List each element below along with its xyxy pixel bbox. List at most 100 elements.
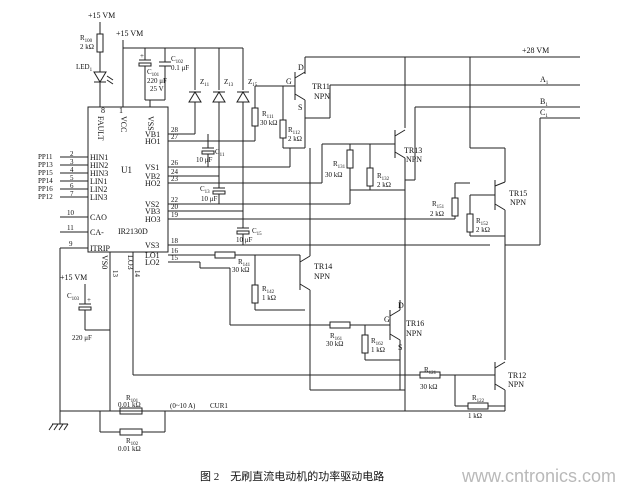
r102-name: R102 — [126, 437, 139, 447]
c15-value: 10 μF — [236, 236, 253, 244]
ic-lin3-label: LIN3 — [90, 193, 107, 202]
pin-num-14: 14 — [133, 270, 141, 278]
ic-ho3-label: HO3 — [145, 215, 161, 224]
z11-label: Z11 — [200, 78, 210, 88]
resistor-r162 — [361, 334, 369, 354]
ic-vs1-label: VS1 — [145, 163, 159, 172]
ic-hin1-label: HIN1 — [90, 153, 108, 162]
r131-value: 30 kΩ — [325, 171, 342, 179]
r111-name: R111 — [262, 110, 274, 120]
tr16-s: S — [398, 343, 402, 352]
r141-value: 30 kΩ — [232, 266, 249, 274]
resistor-r152 — [466, 213, 474, 233]
zener-z13-symbol — [212, 91, 226, 103]
pin-num-6: 6 — [70, 182, 74, 190]
tr16-g: G — [384, 315, 390, 324]
resistor-r102 — [119, 428, 143, 436]
tr14-name: TR14 — [314, 262, 332, 271]
pin-num-4: 4 — [70, 166, 74, 174]
r131-name: R131 — [333, 160, 346, 170]
ic-vs0-label: VS0 — [100, 255, 109, 269]
c103-value: 220 μF — [72, 334, 92, 342]
ic-vb3-label: VB3 — [145, 207, 160, 216]
zener-z11-symbol — [188, 91, 202, 103]
supply-15v-left: +15 VM — [116, 29, 143, 38]
ic-ho2-label: HO2 — [145, 179, 161, 188]
ic-vb1-label: VB1 — [145, 130, 160, 139]
tr15-type: NPN — [510, 198, 526, 207]
resistor-r151 — [451, 197, 459, 217]
ic-hin3-label: HIN3 — [90, 169, 108, 178]
resistor-r132 — [366, 167, 374, 187]
ic-lo3-label: LO3 — [126, 255, 135, 270]
zener-z15-symbol — [236, 91, 250, 103]
ic-right-pins — [168, 133, 490, 263]
r151-value: 2 kΩ — [430, 210, 444, 218]
ic-lin2-label: LIN2 — [90, 185, 107, 194]
output-a1-label: A1 — [540, 75, 549, 86]
pin-num-28: 28 — [171, 126, 179, 134]
r111-value: 30 kΩ — [260, 119, 277, 127]
r100-name: R100 — [80, 34, 93, 44]
pin-num-10: 10 — [67, 209, 75, 217]
r102-value: 0.01 kΩ — [118, 445, 141, 453]
pin-num-22: 22 — [171, 196, 179, 204]
pin-num-9: 9 — [69, 240, 73, 248]
pin-num-2: 2 — [70, 150, 74, 158]
tr11-name: TR11 — [312, 82, 330, 91]
c101-plate-bottom — [138, 62, 152, 67]
r132-name: R132 — [377, 172, 390, 182]
resistor-r101 — [119, 407, 143, 415]
ic-part: IR2130D — [118, 227, 148, 236]
r152-name: R152 — [476, 217, 489, 227]
tr16-d: D — [398, 301, 404, 310]
c11-value: 10 μF — [196, 156, 213, 164]
ic-ho1-label: HO1 — [145, 137, 161, 146]
r141-name: R141 — [238, 258, 251, 268]
transistor-tr11 — [280, 57, 306, 118]
tr15-name: TR15 — [509, 189, 527, 198]
ic-itrip-label: ITRIP — [90, 244, 111, 253]
c13-plate-bottom — [212, 190, 226, 195]
resistor-r142 — [251, 284, 259, 304]
ic-pin-num-vcc: 1 — [119, 106, 123, 115]
pin-num-15: 15 — [171, 254, 179, 262]
pin-num-3: 3 — [70, 158, 74, 166]
led1-name: LED1 — [76, 63, 93, 73]
ic-fault-label: FAULT — [96, 116, 105, 141]
net-pp14: PP14 — [38, 177, 53, 185]
net-pp13: PP13 — [38, 161, 53, 169]
r101-name: R101 — [126, 394, 139, 404]
ic-vcc-label: VCC — [119, 116, 128, 132]
c101-voltage: 25 V — [150, 85, 164, 93]
r162-value: 1 kΩ — [371, 346, 385, 354]
c102-value: 0.1 μF — [171, 64, 189, 72]
ground-icon — [48, 423, 69, 431]
ic-vss-label: VSS — [146, 116, 155, 131]
tr13-type: NPN — [406, 155, 422, 164]
c15-name: C15 — [252, 227, 262, 237]
watermark: www.cntronics.com — [461, 466, 616, 486]
c102-name: C102 — [171, 55, 184, 65]
r142-name: R142 — [262, 285, 275, 295]
resistor-r161 — [329, 321, 351, 329]
r122-value: 1 kΩ — [468, 412, 482, 420]
ic-u1 — [87, 106, 169, 253]
pin-num-11: 11 — [67, 224, 74, 232]
r151-name: R151 — [432, 200, 445, 210]
r121-name: R121 — [424, 366, 437, 376]
tr13-name: TR13 — [404, 146, 422, 155]
ic-ca-label: CA- — [90, 228, 104, 237]
r100-value: 2 kΩ — [80, 43, 94, 51]
pin-num-18: 18 — [171, 237, 179, 245]
c11-name: C11 — [215, 148, 225, 158]
r161-value: 30 kΩ — [326, 340, 343, 348]
resistor-r112 — [279, 119, 287, 139]
r132-value: 2 kΩ — [377, 181, 391, 189]
tr12-type: NPN — [508, 380, 524, 389]
r121-value: 30 kΩ — [420, 383, 437, 391]
c11-plate-bottom — [201, 150, 215, 155]
net-pp11: PP11 — [38, 153, 53, 161]
ic-cao-label: CAO — [90, 213, 107, 222]
tr11-s: S — [298, 103, 302, 112]
